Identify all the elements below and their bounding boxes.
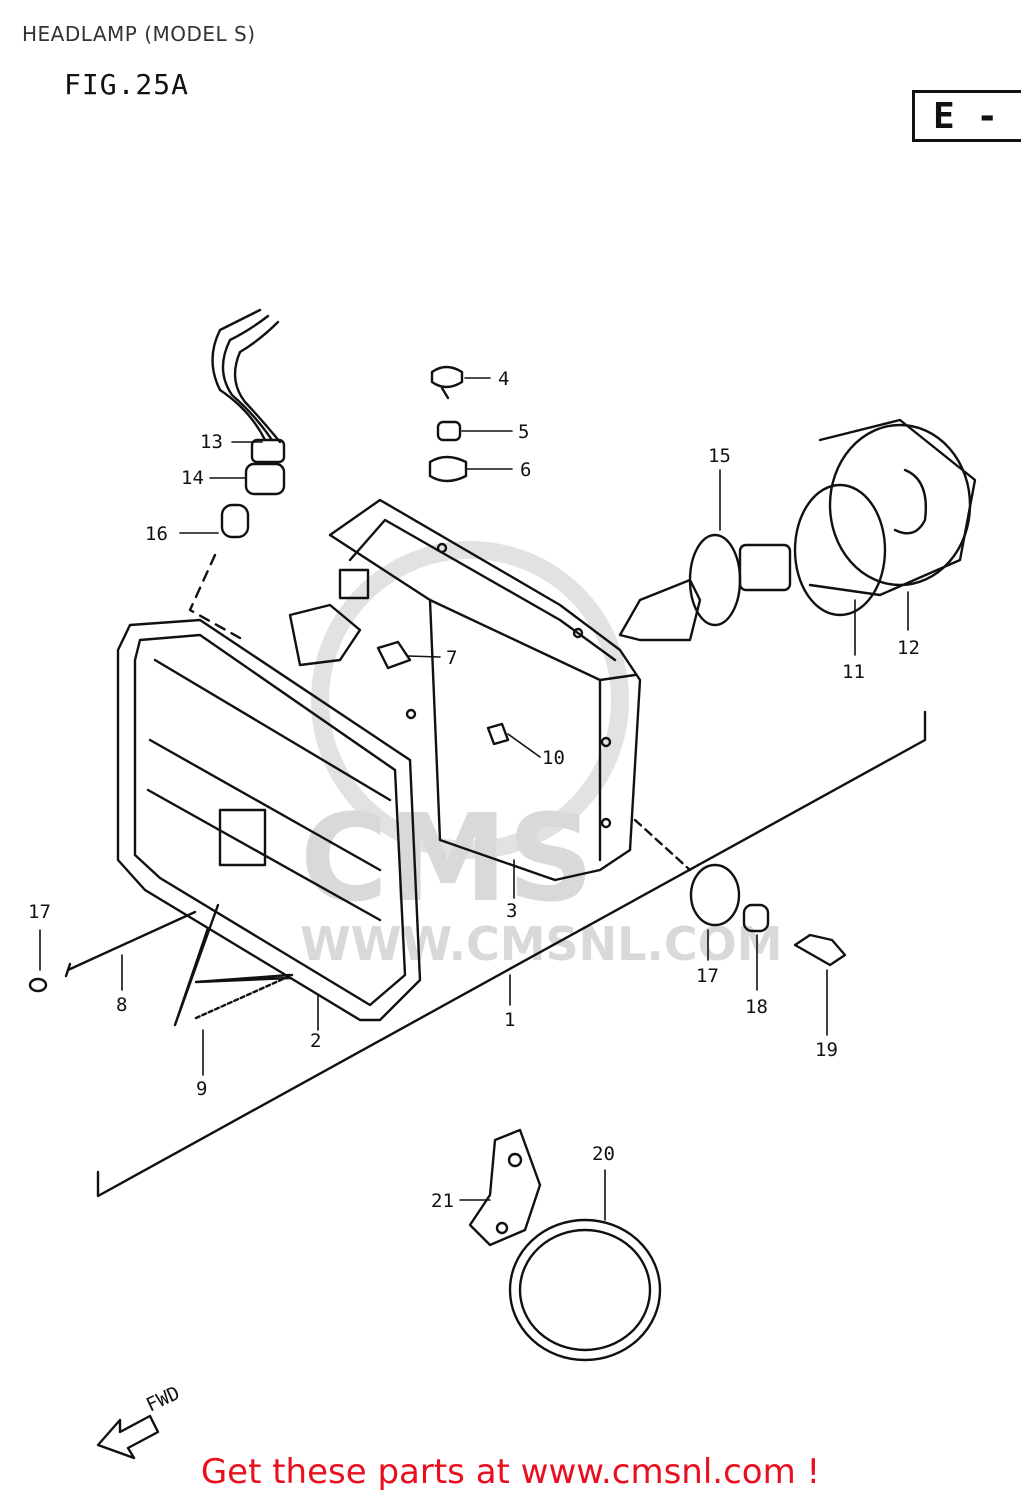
callout-8: 8 bbox=[116, 994, 127, 1016]
callout-18: 18 bbox=[745, 996, 768, 1018]
leader-lines bbox=[39, 377, 909, 1221]
watermark-brand: CMS bbox=[300, 790, 594, 929]
callout-11: 11 bbox=[842, 661, 865, 683]
page-title: HEADLAMP (MODEL S) bbox=[22, 22, 256, 46]
bracket-clip bbox=[376, 640, 412, 670]
fwd-arrow-icon bbox=[96, 1414, 160, 1460]
callout-20: 20 bbox=[592, 1143, 615, 1165]
callout-9: 9 bbox=[196, 1078, 207, 1100]
callout-2: 2 bbox=[310, 1030, 321, 1052]
callout-21: 21 bbox=[431, 1190, 454, 1212]
headlamp-lens-unit bbox=[116, 603, 422, 1022]
nut bbox=[486, 722, 510, 746]
callout-13: 13 bbox=[200, 431, 223, 453]
adjuster-screws bbox=[28, 903, 294, 1027]
mount-hardware bbox=[633, 818, 847, 967]
callout-14: 14 bbox=[181, 467, 204, 489]
position-lamp-and-bracket bbox=[468, 1128, 662, 1362]
callout-17-left: 17 bbox=[28, 901, 51, 923]
footer-parts-link[interactable]: Get these parts at www.cmsnl.com ! bbox=[200, 1452, 821, 1492]
callout-19: 19 bbox=[815, 1039, 838, 1061]
callout-labels: 4 5 6 7 10 3 1 2 8 9 17 17 18 19 11 12 1… bbox=[28, 368, 920, 1417]
grommet-parts bbox=[428, 365, 468, 483]
callout-7: 7 bbox=[446, 647, 457, 669]
socket-and-cover bbox=[793, 418, 977, 617]
headlamp-housing bbox=[328, 498, 642, 882]
callout-1: 1 bbox=[504, 1009, 515, 1031]
fwd-label: FWD bbox=[143, 1382, 183, 1416]
callout-17-right: 17 bbox=[696, 965, 719, 987]
section-code-box: E - bbox=[912, 90, 1021, 142]
callout-15: 15 bbox=[708, 445, 731, 467]
watermark-url: WWW.CMSNL.COM bbox=[300, 917, 783, 971]
callout-3: 3 bbox=[506, 900, 517, 922]
callout-16: 16 bbox=[145, 523, 168, 545]
callout-5: 5 bbox=[518, 421, 529, 443]
figure-label: FIG.25A bbox=[64, 68, 190, 101]
callout-6: 6 bbox=[520, 459, 531, 481]
assembly-bracket-line bbox=[96, 710, 927, 1198]
callout-4: 4 bbox=[498, 368, 509, 390]
halogen-bulb bbox=[618, 533, 792, 642]
wire-harness-and-socket bbox=[188, 308, 286, 640]
callout-12: 12 bbox=[897, 637, 920, 659]
callout-10: 10 bbox=[542, 747, 565, 769]
